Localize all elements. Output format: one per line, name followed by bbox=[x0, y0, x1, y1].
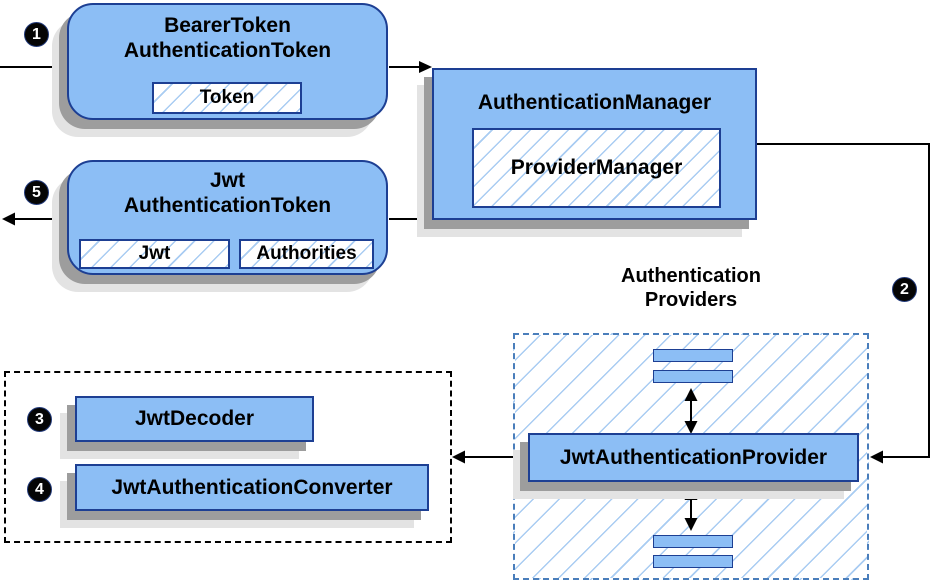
bearer-token-title-line1: BearerToken bbox=[164, 14, 291, 37]
provider-to-converter-arrowhead bbox=[452, 450, 465, 464]
authentication-manager-node: AuthenticationManager ProviderManager bbox=[432, 68, 757, 220]
providers-updown-arrow-bottom-uphead bbox=[684, 487, 698, 500]
token-inner-box: Token bbox=[152, 82, 302, 114]
step-badge-3: 3 bbox=[27, 407, 52, 432]
step-badge-5: 5 bbox=[24, 180, 49, 205]
jwt-inner-box: Jwt bbox=[79, 239, 230, 269]
bearer-token-authentication-token-node: BearerToken AuthenticationToken Token bbox=[67, 3, 388, 120]
token-label: Token bbox=[199, 87, 255, 108]
jwt-authentication-token-node: Jwt AuthenticationToken Jwt Authorities bbox=[67, 160, 388, 275]
step-badge-4: 4 bbox=[27, 477, 52, 502]
jwt-decoder-converter-group: JwtDecoder JwtAuthenticationConverter bbox=[4, 371, 452, 543]
authentication-providers-label-line1: Authentication bbox=[621, 265, 761, 287]
provider-placeholder-bar bbox=[653, 535, 733, 548]
jwt-decoder-node: JwtDecoder bbox=[75, 396, 314, 442]
bearer-token-title: BearerToken AuthenticationToken bbox=[69, 13, 386, 63]
provider-placeholder-bar bbox=[653, 349, 733, 362]
providers-updown-arrow-bottom-downhead bbox=[684, 518, 698, 531]
jwt-authentication-converter-label: JwtAuthenticationConverter bbox=[111, 475, 393, 499]
flow2-arrowhead bbox=[870, 450, 883, 464]
jwt-label: Jwt bbox=[138, 243, 171, 264]
jwt-authentication-converter-node: JwtAuthenticationConverter bbox=[75, 464, 429, 511]
step-badge-1: 1 bbox=[24, 22, 49, 47]
step-badge-2: 2 bbox=[892, 277, 917, 302]
provider-manager-label: ProviderManager bbox=[510, 156, 683, 179]
jwt-authentication-provider-node: JwtAuthenticationProvider bbox=[528, 433, 859, 482]
providers-updown-arrow-top-uphead bbox=[684, 388, 698, 401]
flow1-to-manager-arrowhead bbox=[419, 61, 432, 73]
provider-placeholder-bar bbox=[653, 555, 733, 568]
flow2-manager-to-provider-line bbox=[757, 143, 930, 458]
provider-placeholder-bar bbox=[653, 370, 733, 383]
jwt-token-title-line2: AuthenticationToken bbox=[123, 194, 332, 217]
bearer-token-title-line2: AuthenticationToken bbox=[123, 39, 332, 62]
jwt-authentication-provider-label: JwtAuthenticationProvider bbox=[559, 445, 828, 469]
authorities-inner-box: Authorities bbox=[239, 239, 374, 269]
providers-updown-arrow-top-downhead bbox=[684, 421, 698, 434]
authentication-manager-title: AuthenticationManager bbox=[477, 91, 712, 114]
authentication-providers-label: Authentication Providers bbox=[513, 264, 869, 312]
authorities-label: Authorities bbox=[256, 243, 357, 264]
provider-manager-inner-box: ProviderManager bbox=[472, 128, 721, 208]
jwt-token-title-line1: Jwt bbox=[209, 169, 245, 192]
jwt-decoder-label: JwtDecoder bbox=[134, 407, 255, 430]
jwt-token-title: Jwt AuthenticationToken bbox=[69, 168, 386, 218]
authentication-providers-label-line2: Providers bbox=[644, 289, 738, 311]
flow5-outgoing-arrowhead bbox=[2, 212, 15, 226]
